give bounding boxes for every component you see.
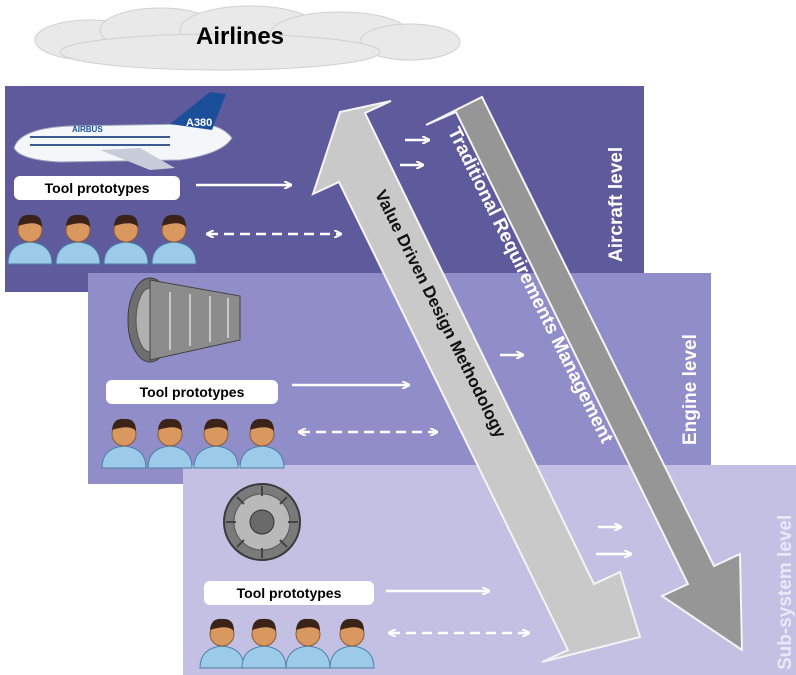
subsystem-tool-prototypes-box: Tool prototypes	[204, 581, 374, 605]
aircraft-tool-prototypes-box: Tool prototypes	[14, 176, 180, 200]
trm-arrow	[425, 95, 744, 652]
vdd-arrow	[311, 100, 642, 663]
aircraft-brand: AIRBUS	[72, 125, 103, 134]
engine-tool-prototypes-box: Tool prototypes	[106, 380, 278, 404]
aircraft-model: A380	[186, 117, 212, 129]
cloud-label: Airlines	[196, 23, 285, 50]
